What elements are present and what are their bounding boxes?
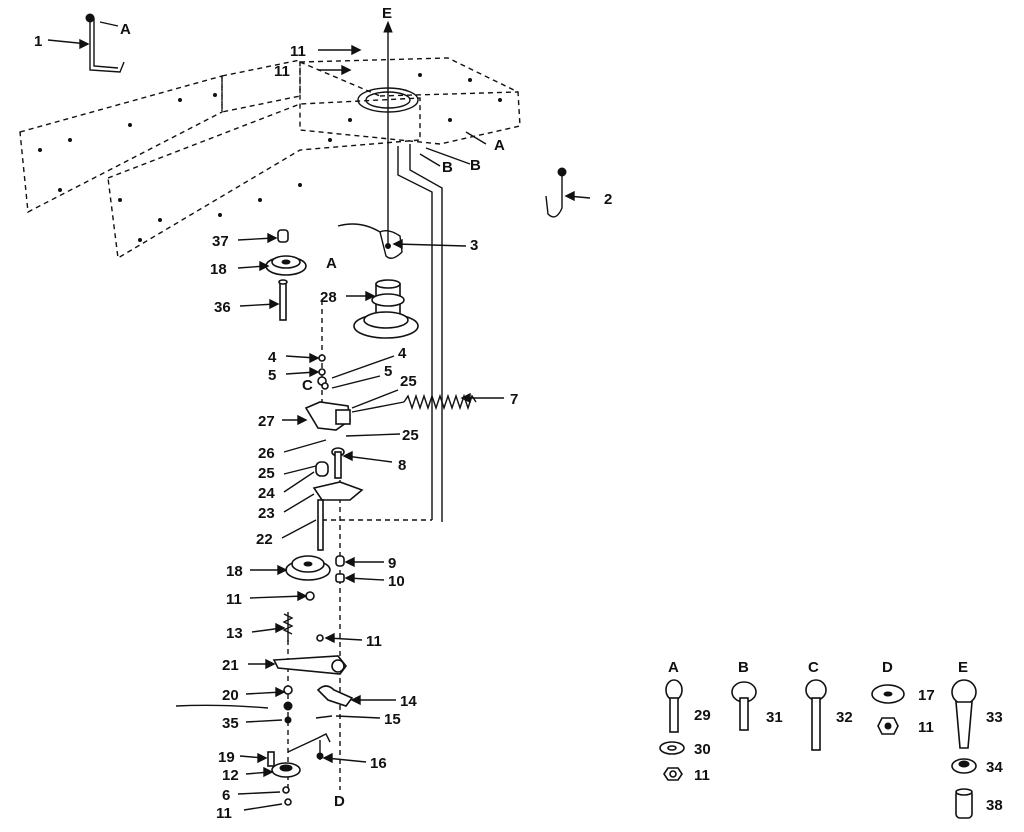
washer-icon bbox=[871, 684, 905, 704]
callout-a-top: A bbox=[120, 21, 131, 38]
loop-part-icon bbox=[337, 223, 403, 259]
washer-icon bbox=[951, 758, 977, 774]
callout-4-right: 4 bbox=[398, 345, 407, 362]
callout-18-top: 18 bbox=[210, 261, 227, 278]
callout-26: 26 bbox=[258, 445, 275, 462]
key-letter-c: C bbox=[808, 659, 819, 676]
key-part-17: 17 bbox=[918, 687, 935, 704]
callout-12: 12 bbox=[222, 767, 239, 784]
callout-3: 3 bbox=[470, 237, 478, 254]
bolt-icon bbox=[731, 681, 757, 731]
cap-icon-24 bbox=[315, 461, 329, 477]
key-part-30: 30 bbox=[694, 741, 711, 758]
bolt-icon bbox=[951, 679, 977, 749]
callout-20: 20 bbox=[222, 687, 239, 704]
cap-icon bbox=[277, 229, 289, 243]
bracket-icon bbox=[304, 401, 351, 431]
callout-35: 35 bbox=[222, 715, 239, 732]
callout-d-bottom: D bbox=[334, 793, 345, 810]
callout-27: 27 bbox=[258, 413, 275, 430]
callout-b-2: B bbox=[470, 157, 481, 174]
key-part-11-d: 11 bbox=[918, 719, 934, 736]
callout-21: 21 bbox=[222, 657, 239, 674]
callout-labels: 1 A 2 3 E 11 11 A B B 37 18 A 36 28 4 4 … bbox=[34, 5, 612, 822]
callout-11-top1: 11 bbox=[290, 43, 306, 60]
spacer-icon bbox=[955, 788, 973, 819]
key-part-38: 38 bbox=[986, 797, 1003, 814]
key-part-33: 33 bbox=[986, 709, 1003, 726]
bolt-icon-22 bbox=[317, 499, 324, 551]
key-letter-d: D bbox=[882, 659, 893, 676]
callout-37: 37 bbox=[212, 233, 229, 250]
plate-icon bbox=[312, 481, 364, 501]
callout-11-bottom: 11 bbox=[216, 805, 232, 822]
bolt-icon bbox=[805, 679, 827, 751]
callout-e-top: E bbox=[382, 5, 392, 22]
key-part-11-a: 11 bbox=[694, 767, 710, 784]
eye-bolt-icon bbox=[282, 612, 294, 642]
callout-25-b: 25 bbox=[402, 427, 419, 444]
pin-icon bbox=[331, 447, 345, 479]
lower-pulley-icon bbox=[285, 555, 331, 581]
callout-19: 19 bbox=[218, 749, 235, 766]
leader-lines bbox=[47, 21, 591, 811]
pulley-icon bbox=[265, 255, 307, 276]
callout-18-bottom: 18 bbox=[226, 563, 243, 580]
callout-23: 23 bbox=[258, 505, 275, 522]
callout-7: 7 bbox=[510, 391, 518, 408]
washer-icon bbox=[659, 741, 685, 755]
spacer-icon bbox=[335, 555, 345, 583]
callout-5-left: 5 bbox=[268, 367, 276, 384]
callout-9: 9 bbox=[388, 555, 396, 572]
key-part-31: 31 bbox=[766, 709, 783, 726]
callout-10: 10 bbox=[388, 573, 405, 590]
key-letter-a: A bbox=[668, 659, 679, 676]
callout-16: 16 bbox=[370, 755, 387, 772]
callout-8: 8 bbox=[398, 457, 406, 474]
nut-icon bbox=[663, 767, 683, 781]
large-pulley-icon bbox=[353, 279, 419, 339]
key-part-34: 34 bbox=[986, 759, 1003, 776]
callout-5-right: 5 bbox=[384, 363, 392, 380]
spring-icon bbox=[351, 393, 477, 413]
frame-panels bbox=[19, 57, 521, 260]
callout-2: 2 bbox=[604, 191, 612, 208]
key-part-32: 32 bbox=[836, 709, 853, 726]
callout-a-right: A bbox=[494, 137, 505, 154]
bolt-icon bbox=[278, 279, 288, 321]
callout-11-top2: 11 bbox=[274, 63, 290, 80]
callout-15: 15 bbox=[384, 711, 401, 728]
callout-14: 14 bbox=[400, 693, 417, 710]
callout-11-mid: 11 bbox=[226, 591, 242, 608]
callout-22: 22 bbox=[256, 531, 273, 548]
link-plate-icon bbox=[316, 685, 354, 707]
key-letter-b: B bbox=[738, 659, 749, 676]
lever-icon bbox=[272, 655, 348, 675]
callout-24: 24 bbox=[258, 485, 275, 502]
hook-part-2-icon bbox=[545, 167, 567, 218]
callout-36: 36 bbox=[214, 299, 231, 316]
callout-25-a: 25 bbox=[400, 373, 417, 390]
callout-25-c: 25 bbox=[258, 465, 275, 482]
hardware-key: A 29 30 11 B 31 C 32 D bbox=[659, 659, 1003, 819]
small-hardware-stack bbox=[317, 354, 329, 390]
callout-c-mid: C bbox=[302, 377, 313, 394]
lower-hardware bbox=[267, 685, 333, 806]
callout-11-low: 11 bbox=[366, 633, 382, 650]
nut-icon bbox=[877, 717, 899, 735]
key-letter-e: E bbox=[958, 659, 968, 676]
callout-4-left: 4 bbox=[268, 349, 277, 366]
rod-e bbox=[383, 20, 393, 246]
callout-28: 28 bbox=[320, 289, 337, 306]
callout-b-1: B bbox=[442, 159, 453, 176]
callout-a-mid: A bbox=[326, 255, 337, 272]
bolt-icon bbox=[665, 679, 683, 733]
callout-1: 1 bbox=[34, 33, 42, 50]
hardware-hook-icon bbox=[85, 13, 125, 73]
key-part-29: 29 bbox=[694, 707, 711, 724]
callout-13: 13 bbox=[226, 625, 243, 642]
callout-6: 6 bbox=[222, 787, 230, 804]
